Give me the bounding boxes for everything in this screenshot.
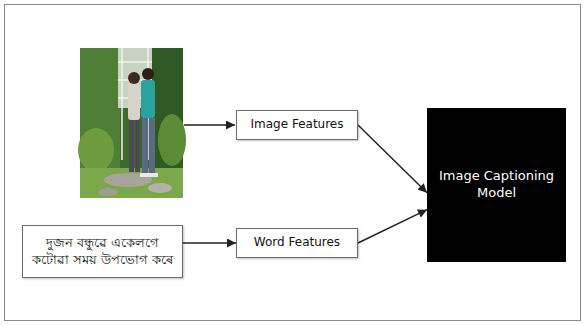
arrow-connector: [183, 242, 236, 244]
box-text: দুজন বন্ধুৱে একেলগে কটোৱা সময় উপভোগ কৰে: [31, 235, 174, 269]
box-text: Image Captioning Model: [436, 168, 557, 202]
process-box: Word Features: [236, 228, 358, 258]
input-sentence-box: দুজন বন্ধুৱে একেলগে কটোৱা সময় উপভোগ কৰে: [22, 225, 183, 278]
arrow-connector: [358, 125, 427, 193]
photo: [78, 48, 186, 198]
box-text: Word Features: [254, 235, 340, 251]
photo-arrow: [184, 124, 235, 126]
box-text: Image Features: [251, 117, 344, 133]
arrow-connector: [358, 210, 427, 243]
process-box: Image Features: [236, 110, 358, 140]
frame-border: [5, 5, 581, 321]
model-box: Image Captioning Model: [427, 108, 566, 262]
